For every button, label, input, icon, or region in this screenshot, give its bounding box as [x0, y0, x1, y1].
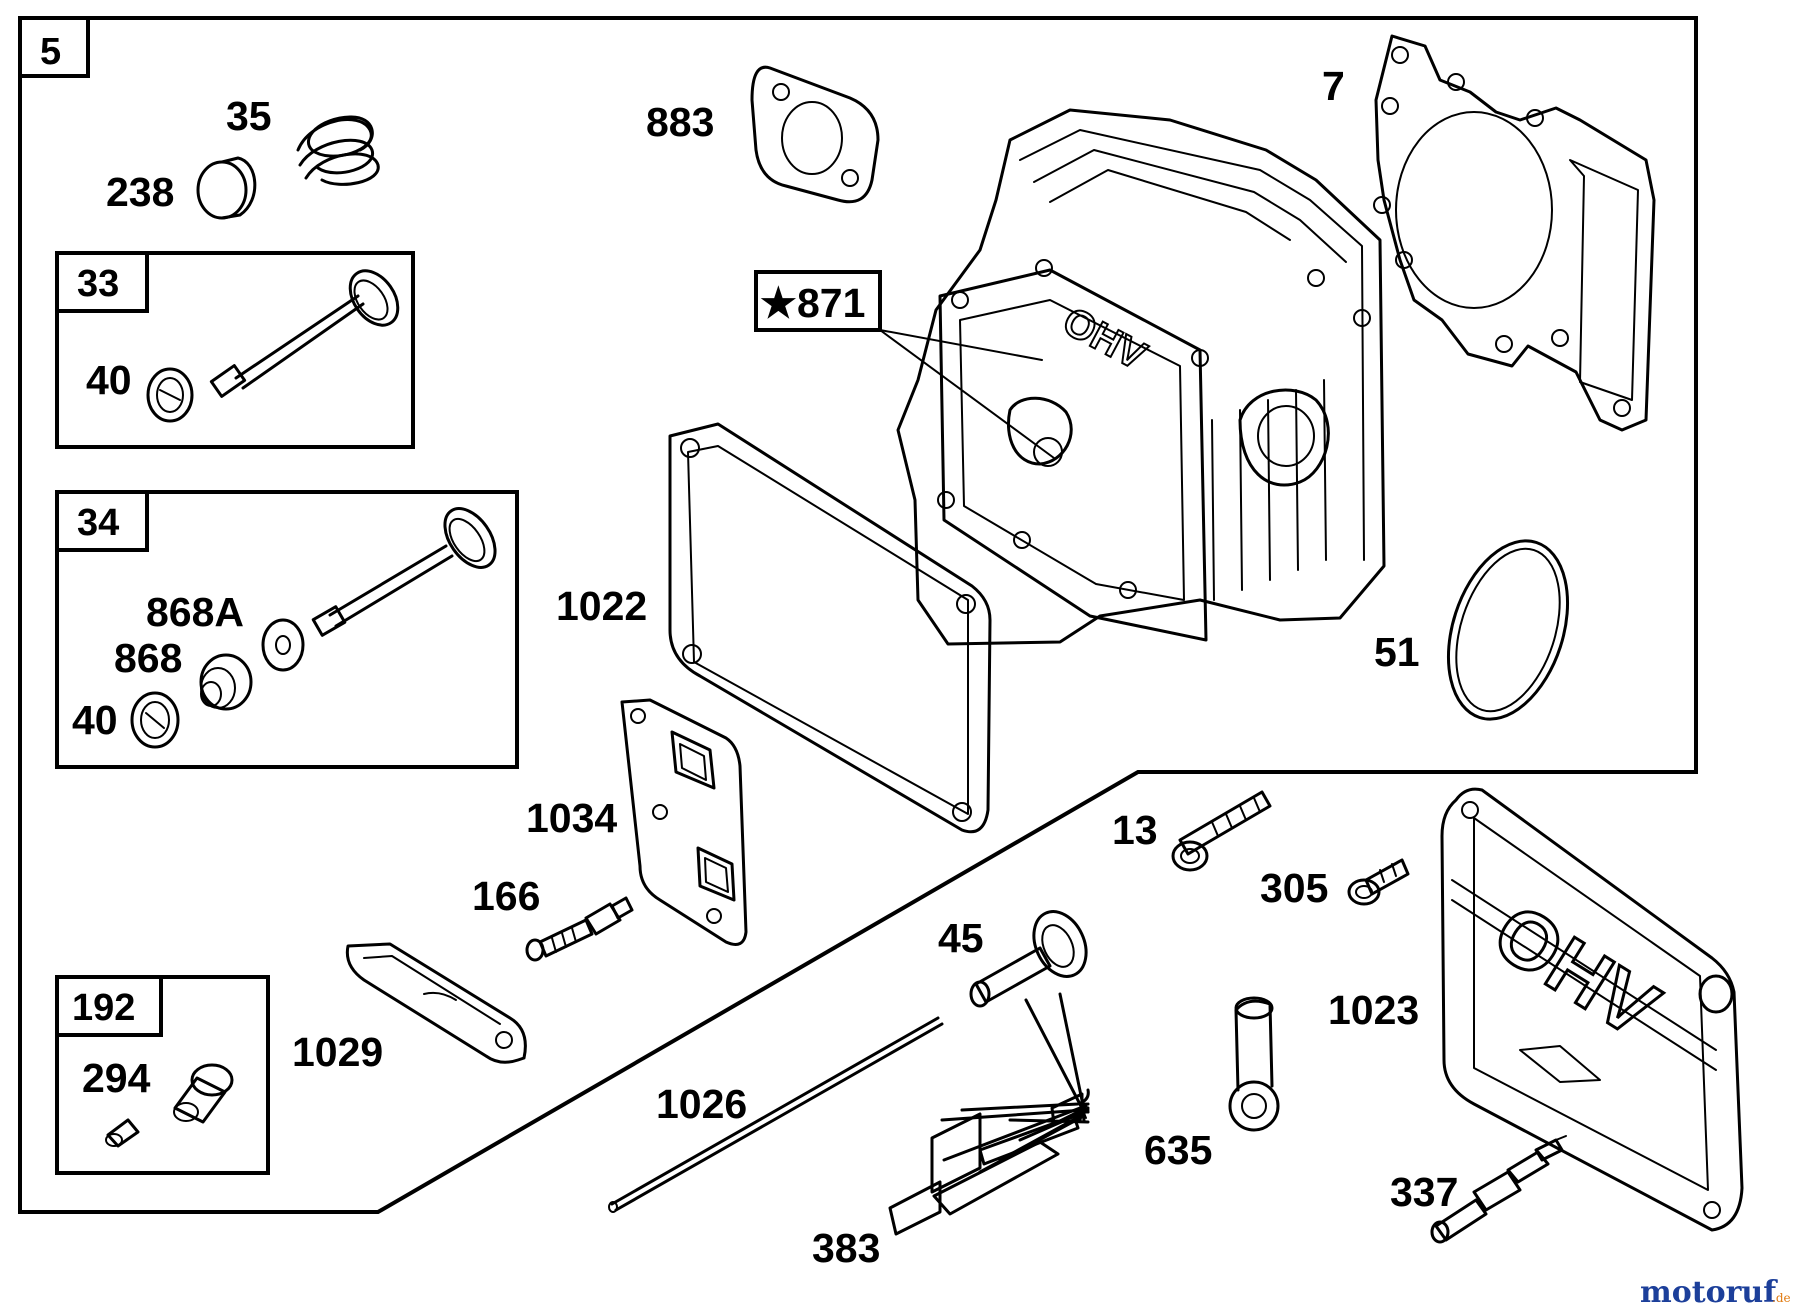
group-5-frame — [18, 16, 1698, 1214]
group-192-tab — [55, 975, 163, 1037]
label-1022: 1022 — [556, 583, 647, 629]
cap-868 — [199, 653, 253, 711]
cylinder-head: OHV — [896, 108, 1386, 646]
group-34-tab — [55, 490, 149, 552]
group-33-frame — [55, 251, 415, 449]
label-35: 35 — [226, 93, 272, 139]
part-871-box — [754, 270, 882, 332]
screw-13 — [1171, 790, 1272, 872]
group-5-label: 5 — [40, 31, 61, 73]
label-238: 238 — [106, 169, 174, 215]
label-1029: 1029 — [292, 1029, 383, 1075]
cover-ohv-marking: OHV — [1479, 887, 1673, 1054]
watermark-main: motoruf — [1640, 1275, 1778, 1310]
rocker-stud-166 — [525, 896, 634, 962]
valve-cover-gasket-1022 — [668, 422, 992, 834]
label-1026: 1026 — [656, 1081, 747, 1127]
valve-spring-35 — [296, 115, 380, 186]
label-383: 383 — [812, 1225, 880, 1271]
label-40a: 40 — [86, 357, 132, 403]
label-868a: 868A — [146, 589, 244, 635]
label-45: 45 — [938, 915, 984, 961]
breather-plate-1034 — [620, 698, 748, 946]
fitting-635 — [1228, 996, 1280, 1132]
label-51: 51 — [1374, 629, 1420, 675]
push-rod-1026 — [608, 1016, 944, 1213]
label-7: 7 — [1322, 63, 1345, 109]
exhaust-gasket-883 — [750, 65, 880, 204]
label-883: 883 — [646, 99, 714, 145]
spring-cap-238 — [196, 156, 257, 220]
group-33-label: 33 — [77, 263, 119, 305]
label-305: 305 — [1260, 865, 1328, 911]
fitting-294 — [173, 1063, 234, 1124]
washer-868a — [261, 618, 305, 672]
seal-ring-51 — [1446, 539, 1570, 721]
nipple-294b — [105, 1118, 140, 1148]
label-635: 635 — [1144, 1127, 1212, 1173]
group-5-tab — [18, 16, 90, 78]
label-868: 868 — [114, 635, 182, 681]
part-871-label: 871 — [797, 280, 865, 326]
label-337: 337 — [1390, 1169, 1458, 1215]
label-40b: 40 — [72, 697, 118, 743]
label-1034: 1034 — [526, 795, 617, 841]
part-871-leader-a — [879, 329, 1043, 361]
head-ohv-marking: OHV — [1056, 299, 1153, 379]
watermark-logo: motoruf .de — [1640, 1275, 1791, 1310]
valve-keeper-40a — [146, 367, 194, 423]
watermark-suffix: .de — [1772, 1291, 1791, 1305]
head-gasket-7 — [1373, 34, 1656, 432]
intake-valve — [209, 269, 400, 398]
lever-383 — [888, 992, 1090, 1236]
valve-keeper-40b — [130, 691, 180, 749]
exhaust-valve — [311, 507, 497, 637]
label-294: 294 — [82, 1055, 151, 1101]
valve-cover-1023: OHV — [1440, 787, 1744, 1232]
group-34-label: 34 — [77, 502, 119, 544]
label-13: 13 — [1112, 807, 1158, 853]
group-192-label: 192 — [72, 987, 135, 1029]
label-1023: 1023 — [1328, 987, 1419, 1033]
group-33-tab — [55, 251, 149, 313]
part-871-star: ★ — [760, 280, 797, 326]
screw-305 — [1347, 858, 1410, 906]
label-166: 166 — [472, 873, 540, 919]
valve-cap-45 — [969, 910, 1088, 1008]
rocker-arm-1029 — [345, 942, 527, 1064]
group-34-frame — [55, 490, 519, 769]
part-871-leader-b — [879, 329, 1055, 459]
